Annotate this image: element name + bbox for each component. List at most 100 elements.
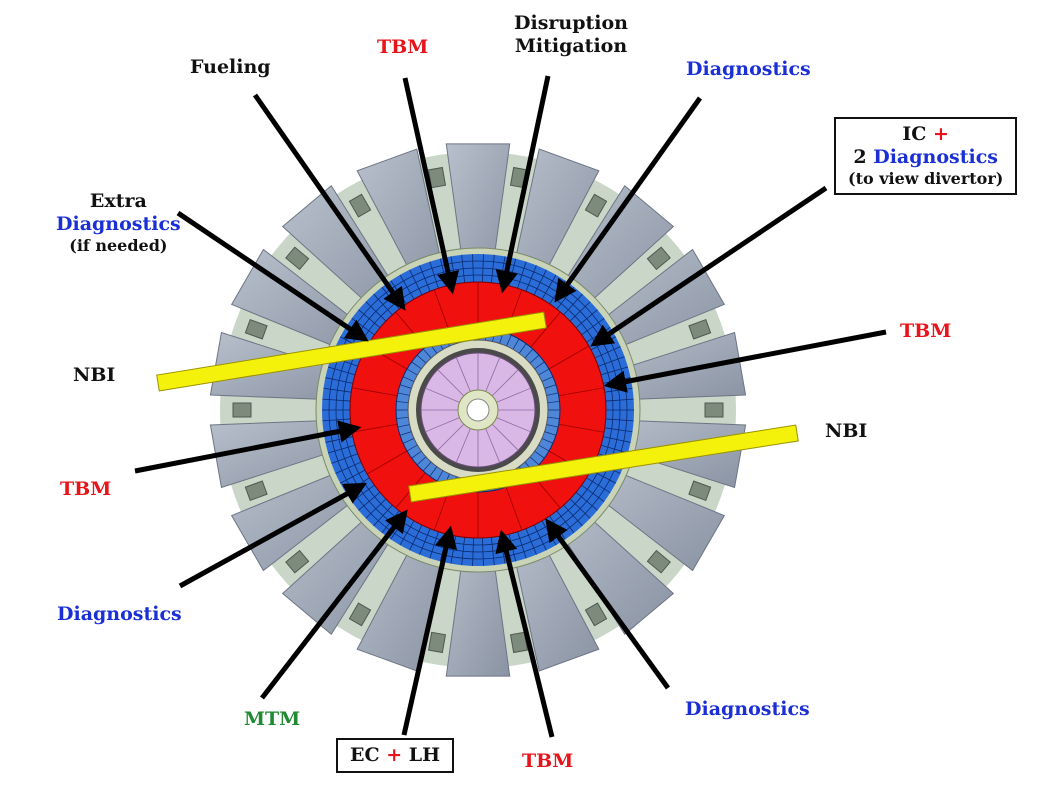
mesh-pad xyxy=(646,246,671,271)
vessel-cross-section xyxy=(315,247,641,573)
nbi-beam-upper xyxy=(156,311,547,392)
inboard-grid-line xyxy=(538,444,550,452)
inboard-grid-line xyxy=(524,348,534,359)
label-diagnostics-left: Diagnostics xyxy=(57,603,182,625)
sector-line xyxy=(505,486,523,531)
mesh-pad xyxy=(285,246,310,271)
central-bore xyxy=(466,398,490,422)
label-extra-diag: Diagnostics xyxy=(56,213,181,235)
inboard-grid-line xyxy=(546,424,559,428)
inboard-grid-line xyxy=(541,376,554,382)
arrow-ic-diagnostics xyxy=(590,185,828,347)
inboard-grid-line xyxy=(544,431,557,436)
inboard-grid-line xyxy=(397,392,410,396)
solenoid-segment xyxy=(491,423,519,451)
inboard-grid-line xyxy=(411,450,422,459)
mesh-pad xyxy=(244,318,268,340)
inboard-grid-line xyxy=(416,456,427,466)
arrow-fueling xyxy=(252,93,406,311)
label-tbm-left: TBM xyxy=(60,478,112,500)
nbi-beam-lower-bar xyxy=(408,424,799,503)
solenoid-segment xyxy=(425,387,460,403)
inboard-grid-line xyxy=(416,354,427,364)
label-fueling: Fueling xyxy=(190,56,271,78)
label-ic: IC xyxy=(902,123,927,145)
inboard-grid-line xyxy=(411,361,422,370)
solenoid-segment xyxy=(425,417,460,433)
inboard-grid-line xyxy=(422,348,432,359)
plus-sign: + xyxy=(933,123,949,145)
inboard-grid-line xyxy=(529,456,540,466)
solenoid-segment xyxy=(437,423,465,451)
label-disruption: Disruption xyxy=(514,12,628,34)
label-extra: Extra xyxy=(89,190,147,212)
label-lh: LH xyxy=(408,744,441,766)
inboard-grid-line xyxy=(546,392,559,396)
inboard-grid-line xyxy=(429,466,438,477)
solenoid-segment xyxy=(491,369,519,397)
inboard-grid-line xyxy=(402,376,415,382)
inboard-grid-line xyxy=(399,431,412,436)
sector-line xyxy=(366,450,408,475)
label-extra-diagnostics: Extra Diagnostics (if needed) xyxy=(56,190,181,256)
inboard-grid-line xyxy=(534,450,545,459)
mesh-pad xyxy=(688,480,712,502)
inboard-grid-line xyxy=(506,334,512,347)
label-ec-lh-box: EC + LH xyxy=(336,738,455,773)
inboard-grid-line xyxy=(396,416,409,419)
inboard-grid-line xyxy=(402,438,415,444)
inboard-grid-line xyxy=(436,470,444,482)
label-ic-diagnostics-box: IC + 2 Diagnostics (to view divertor) xyxy=(834,117,1018,195)
arrow-diagnostics-left xyxy=(178,482,367,589)
inboard-grid-line xyxy=(518,343,527,354)
mesh-pad xyxy=(232,402,252,418)
inboard-grid-line xyxy=(406,444,418,452)
mesh-pad xyxy=(348,193,372,218)
solenoid-segment xyxy=(496,387,531,403)
inboard-grid-line xyxy=(538,368,550,376)
arrow-tbm-bottom xyxy=(495,529,555,738)
arrow-tbm-right xyxy=(603,329,887,393)
label-mtm: MTM xyxy=(244,708,301,730)
label-tbm-top: TBM xyxy=(377,36,429,58)
label-diagnostics-bottom: Diagnostics xyxy=(685,698,810,720)
label-nbi-right: NBI xyxy=(825,420,868,442)
inboard-grid-line xyxy=(399,384,412,389)
label-to-view-divertor: (to view divertor) xyxy=(848,169,1004,188)
sector-line xyxy=(351,387,398,397)
inboard-grid-line xyxy=(547,416,560,419)
arrow-disruption xyxy=(495,75,551,294)
mesh-pad xyxy=(646,549,671,574)
label-nbi-left: NBI xyxy=(73,364,116,386)
mesh-pad xyxy=(427,631,447,654)
sector-line xyxy=(558,387,605,397)
mesh-pad xyxy=(584,602,608,627)
inboard-grid-line xyxy=(547,401,560,404)
blanket-grid-ring xyxy=(342,274,614,546)
nbi-beam-lower xyxy=(408,424,799,503)
blanket-grid-ring xyxy=(328,260,628,560)
solenoid-segment xyxy=(485,357,501,392)
solenoid-segment xyxy=(485,428,501,463)
label-diagnostics-divertor: Diagnostics xyxy=(873,146,998,168)
sector-line xyxy=(558,423,605,433)
mesh-pad xyxy=(348,602,372,627)
nbi-beams xyxy=(156,311,799,503)
inboard-grid-line xyxy=(422,461,432,472)
inboard-grid-line xyxy=(541,438,554,444)
sector-line xyxy=(548,345,590,370)
inboard-grid-line xyxy=(512,338,520,350)
sector-line xyxy=(530,311,561,348)
arrow-ec-lh xyxy=(401,525,458,736)
arrow-mtm xyxy=(260,509,408,700)
inboard-grid-line xyxy=(406,368,418,376)
label-disruption-mitigation: Disruption Mitigation xyxy=(514,12,628,58)
arrow-tbm-top xyxy=(402,77,460,295)
solenoid-segment xyxy=(496,417,531,433)
blanket-grid-ring xyxy=(335,267,621,553)
plus-sign-ec: + xyxy=(386,744,403,766)
mesh-pad xyxy=(584,193,608,218)
arrow-diagnostics-bottom xyxy=(545,518,671,690)
